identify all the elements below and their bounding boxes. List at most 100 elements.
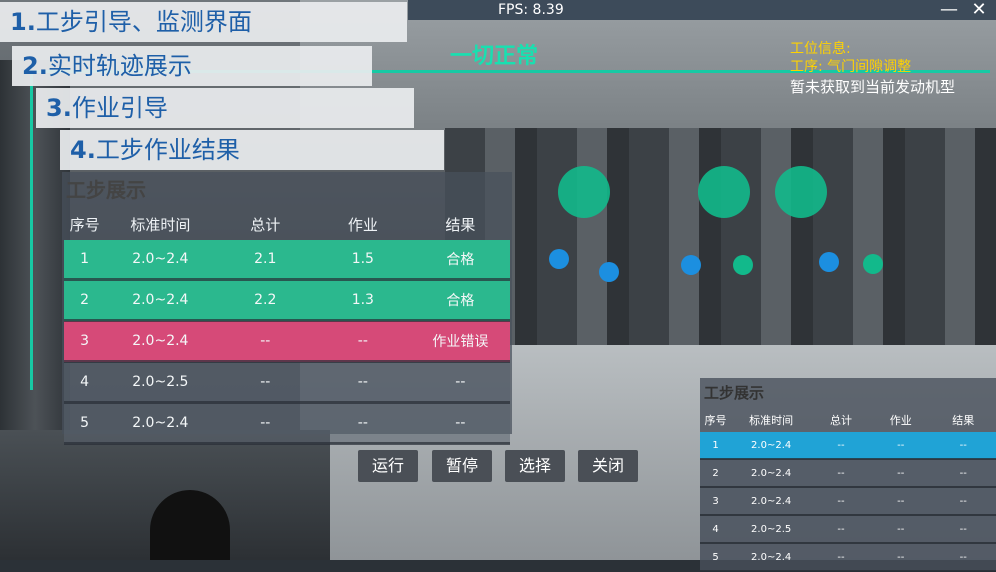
step-number: 2. <box>22 52 48 80</box>
cell-no: 3 <box>64 320 106 363</box>
cell-std-time: 2.0~2.4 <box>105 320 216 363</box>
engine-valve-area <box>445 128 996 348</box>
cell-result: -- <box>930 515 996 544</box>
tracking-line-horizontal <box>30 70 990 73</box>
select-button[interactable]: 选择 <box>505 450 565 482</box>
table-header-row: 序号 标准时间 总计 作业 结果 <box>700 408 996 432</box>
station-notice: 暂未获取到当前发动机型 <box>790 78 956 96</box>
col-header-std-time: 标准时间 <box>749 414 794 427</box>
worker-head <box>150 490 230 560</box>
cell-std-time: 2.0~2.4 <box>105 402 216 445</box>
cell-std-time: 2.0~2.4 <box>105 279 216 322</box>
close-icon[interactable]: ✕ <box>971 0 987 20</box>
table-row[interactable]: 1 2.0~2.4 -- -- -- <box>700 432 996 460</box>
col-header-no: 序号 <box>69 215 100 234</box>
cell-result: -- <box>930 543 996 572</box>
run-button[interactable]: 运行 <box>358 450 418 482</box>
cell-no: 1 <box>64 240 106 281</box>
cell-work: 1.3 <box>315 279 411 322</box>
cell-work: -- <box>315 361 411 404</box>
panel-title: 工步展示 <box>66 178 146 202</box>
pause-button[interactable]: 暂停 <box>432 450 492 482</box>
step-label: 实时轨迹展示 <box>47 52 192 80</box>
engine-rail <box>300 0 996 130</box>
cell-no: 3 <box>700 487 732 516</box>
cell-no: 5 <box>700 543 732 572</box>
close-button[interactable]: 关闭 <box>578 450 638 482</box>
table-row[interactable]: 4 2.0~2.5 -- -- -- <box>64 361 510 404</box>
cell-result: -- <box>930 432 996 460</box>
table-row[interactable]: 5 2.0~2.4 -- -- -- <box>700 543 996 572</box>
col-header-result: 结果 <box>445 215 476 234</box>
table-header-row: 序号 标准时间 总计 作业 结果 <box>64 208 510 240</box>
step-label: 作业引导 <box>71 94 168 122</box>
cell-std-time: 2.0~2.4 <box>731 487 812 516</box>
cell-no: 2 <box>700 459 732 488</box>
cell-work: -- <box>870 543 931 572</box>
station-info-label: 工位信息: <box>790 41 851 57</box>
col-header-result: 结果 <box>952 414 975 427</box>
step-banner-trajectory: 2.实时轨迹展示 <box>12 46 372 86</box>
cell-work: -- <box>315 320 411 363</box>
cell-no: 1 <box>700 432 732 460</box>
step-number: 4. <box>70 136 96 164</box>
cell-no: 4 <box>700 515 732 544</box>
cell-result: -- <box>410 361 510 404</box>
cell-work: 1.5 <box>315 240 411 281</box>
cell-std-time: 2.0~2.4 <box>731 459 812 488</box>
table-row[interactable]: 3 2.0~2.4 -- -- 作业错误 <box>64 320 510 363</box>
cell-std-time: 2.0~2.5 <box>105 361 216 404</box>
cell-total: -- <box>215 402 316 445</box>
step-table: 序号 标准时间 总计 作业 结果 1 2.0~2.4 2.1 1.5 合格 2 … <box>64 208 510 445</box>
cell-no: 2 <box>64 279 106 322</box>
panel-title: 工步展示 <box>704 384 765 402</box>
step-number: 1. <box>10 8 36 36</box>
title-bar: FPS: 8.39 — ✕ <box>408 0 996 20</box>
mini-step-table: 序号 标准时间 总计 作业 结果 1 2.0~2.4 -- -- -- 2 2.… <box>700 408 996 572</box>
cell-work: -- <box>870 515 931 544</box>
step-banner-work-guide: 3.作业引导 <box>36 88 414 128</box>
step-label: 工步作业结果 <box>95 136 240 164</box>
cell-result: -- <box>930 459 996 488</box>
cell-total: -- <box>811 515 871 544</box>
step-label: 工步引导、监测界面 <box>35 8 252 36</box>
cell-std-time: 2.0~2.4 <box>731 432 812 460</box>
cell-std-time: 2.0~2.5 <box>731 515 812 544</box>
step-panel-main: 工步展示 序号 标准时间 总计 作业 结果 1 2.0~2.4 2.1 1.5 … <box>62 172 512 445</box>
cell-total: -- <box>215 361 316 404</box>
fps-readout: FPS: 8.39 <box>498 2 564 18</box>
table-row[interactable]: 2 2.0~2.4 -- -- -- <box>700 459 996 488</box>
step-banner-work-result: 4.工步作业结果 <box>60 130 444 170</box>
col-header-total: 总计 <box>250 215 281 234</box>
station-process: 工序: 气门间隙调整 <box>790 59 912 75</box>
cell-total: -- <box>215 320 316 363</box>
cell-result: 作业错误 <box>410 320 510 363</box>
cell-result: 合格 <box>410 279 510 322</box>
cell-total: -- <box>811 543 871 572</box>
cell-result: 合格 <box>410 240 510 281</box>
cell-work: -- <box>870 487 931 516</box>
tracking-line-vertical <box>30 70 33 390</box>
table-row[interactable]: 5 2.0~2.4 -- -- -- <box>64 402 510 445</box>
col-header-work: 作业 <box>889 414 912 427</box>
table-row[interactable]: 1 2.0~2.4 2.1 1.5 合格 <box>64 240 510 281</box>
cell-no: 4 <box>64 361 106 404</box>
table-row[interactable]: 4 2.0~2.5 -- -- -- <box>700 515 996 544</box>
cell-result: -- <box>410 402 510 445</box>
col-header-no: 序号 <box>704 414 727 427</box>
cell-result: -- <box>930 487 996 516</box>
cell-std-time: 2.0~2.4 <box>731 543 812 572</box>
cell-work: -- <box>870 432 931 460</box>
station-info: 工位信息: 工序: 气门间隙调整 暂未获取到当前发动机型 <box>790 40 996 96</box>
step-panel-mini: 工步展示 序号 标准时间 总计 作业 结果 1 2.0~2.4 -- -- --… <box>700 378 996 572</box>
table-row[interactable]: 2 2.0~2.4 2.2 1.3 合格 <box>64 279 510 322</box>
minimize-icon[interactable]: — <box>940 0 958 20</box>
cell-total: 2.2 <box>215 279 316 322</box>
cell-total: -- <box>811 487 871 516</box>
step-banner-guide-monitor: 1.工步引导、监测界面 <box>0 2 407 42</box>
cell-total: -- <box>811 432 871 460</box>
cell-total: 2.1 <box>215 240 316 281</box>
cell-std-time: 2.0~2.4 <box>105 240 216 281</box>
table-row[interactable]: 3 2.0~2.4 -- -- -- <box>700 487 996 516</box>
col-header-std-time: 标准时间 <box>130 215 191 234</box>
